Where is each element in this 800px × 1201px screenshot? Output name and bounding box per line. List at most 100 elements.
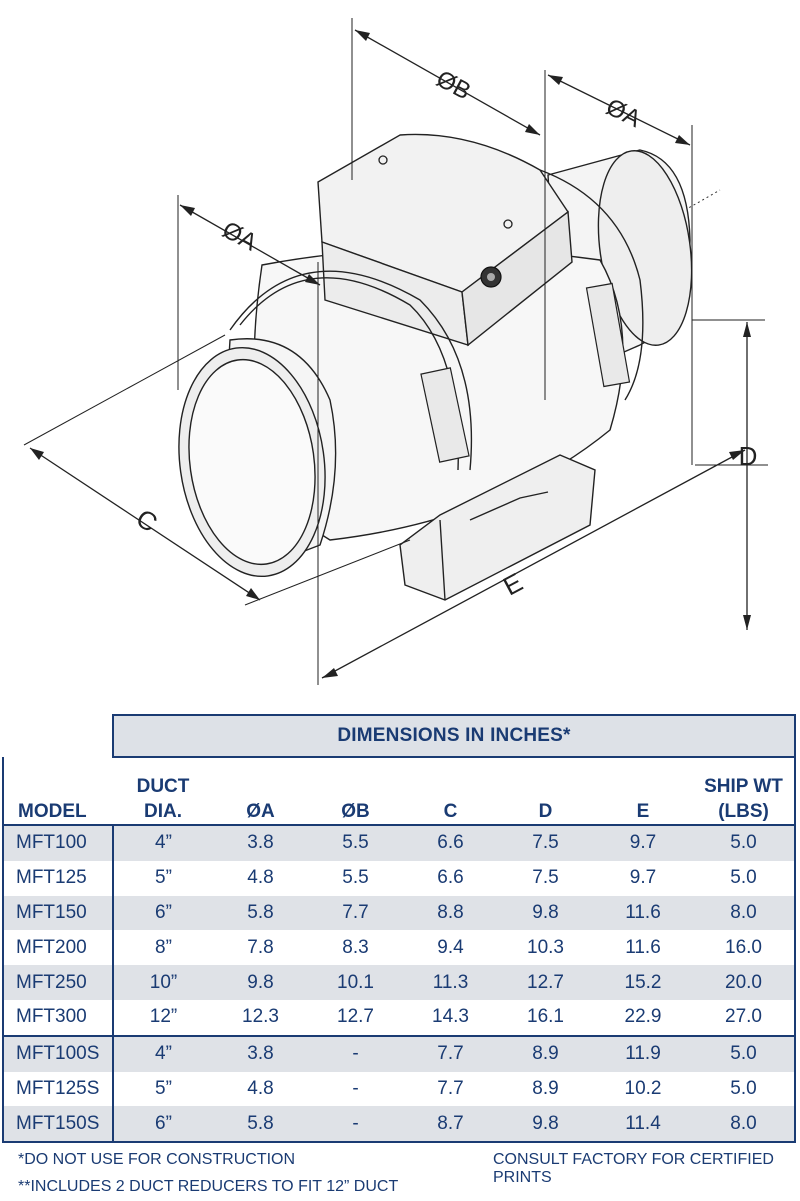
- cell-e: 22.9: [624, 1006, 662, 1028]
- cell-model: MFT250: [2, 965, 114, 1000]
- cell-c: 8.8: [403, 895, 498, 931]
- mounting-base: [399, 454, 596, 601]
- right-clamp-latch: [585, 282, 631, 388]
- cell-d: 7.5: [532, 867, 559, 889]
- left-clamp-latch: [420, 367, 470, 463]
- cell-phi-b: 8.3: [342, 936, 369, 958]
- fan-dimension-drawing: ØB ØA ØA C D E: [23, 18, 768, 685]
- cell-ship-wt: 16.0: [693, 930, 797, 966]
- cell-e: 9.7: [629, 867, 657, 889]
- header-d: D: [498, 757, 593, 826]
- header-ship-wt: SHIP WT(LBS): [693, 757, 797, 826]
- cell-c: 7.7: [437, 1077, 464, 1099]
- dimension-lines: [23, 18, 768, 685]
- left-collar-rim-inner: [188, 358, 316, 566]
- cell-duct-dia: 6”: [113, 1106, 213, 1144]
- cell-c: 7.7: [403, 1034, 498, 1072]
- cell-phi-a: 4.8: [247, 1077, 274, 1099]
- header-phi-b: ØB: [308, 757, 403, 826]
- cell-duct-dia: 4”: [113, 825, 213, 861]
- note-construction: *DO NOT USE FOR CONSTRUCTION: [18, 1151, 296, 1168]
- cell-phi-b: -: [308, 1106, 403, 1144]
- cell-model: MFT150: [2, 895, 114, 931]
- cell-phi-b: 10.1: [308, 965, 403, 1000]
- cell-duct-dia: 12”: [149, 1006, 178, 1028]
- cell-phi-a: 3.8: [213, 825, 308, 861]
- header-c: C: [403, 757, 498, 826]
- header-e: E: [593, 757, 693, 826]
- cell-phi-a: 7.8: [247, 936, 274, 958]
- cell-d: 7.5: [498, 825, 593, 861]
- cell-c: 9.4: [437, 936, 464, 958]
- cell-phi-b: 5.5: [342, 867, 369, 889]
- cell-ship-wt: 5.0: [693, 1034, 797, 1072]
- cell-model: MFT125: [2, 860, 114, 896]
- cell-d: 16.1: [527, 1006, 564, 1028]
- cell-phi-a: 5.8: [213, 895, 308, 931]
- cell-ship-wt: 8.0: [693, 1106, 797, 1144]
- cell-c: 6.6: [437, 867, 464, 889]
- cell-duct-dia: 4”: [113, 1034, 213, 1072]
- cell-ship-wt: 5.0: [693, 825, 797, 861]
- cell-ship-wt: 20.0: [693, 965, 797, 1000]
- table-banner: DIMENSIONS IN INCHES*: [111, 714, 797, 758]
- cell-phi-b: 12.7: [337, 1006, 374, 1028]
- cell-duct-dia: 6”: [113, 895, 213, 931]
- cell-phi-b: 7.7: [308, 895, 403, 931]
- cell-phi-b: -: [308, 1034, 403, 1072]
- cell-phi-a: 3.8: [213, 1034, 308, 1072]
- label-d: D: [739, 441, 758, 471]
- cell-d: 12.7: [498, 965, 593, 1000]
- cell-phi-a: 4.8: [247, 867, 274, 889]
- cell-c: 8.7: [403, 1106, 498, 1144]
- cell-model: MFT150S: [2, 1106, 114, 1144]
- cell-e: 11.6: [593, 895, 693, 931]
- cell-ship-wt: 27.0: [693, 999, 797, 1036]
- cell-c: 6.6: [403, 825, 498, 861]
- cell-e: 9.7: [593, 825, 693, 861]
- cell-model: MFT100S: [2, 1034, 114, 1072]
- header-model: MODEL: [2, 757, 113, 826]
- cell-ship-wt: 5.0: [693, 860, 797, 896]
- cell-e: 10.2: [624, 1077, 662, 1099]
- screw-hole-1: [378, 155, 388, 165]
- terminal-box-top: [317, 133, 569, 293]
- cell-phi-a: 9.8: [213, 965, 308, 1000]
- cell-model: MFT125S: [2, 1071, 114, 1107]
- cell-model: MFT300: [2, 999, 114, 1036]
- cell-e: 11.4: [593, 1106, 693, 1144]
- cell-phi-b: -: [352, 1077, 359, 1099]
- label-phi-a-left: ØA: [218, 216, 261, 256]
- label-phi-b: ØB: [432, 65, 475, 105]
- header-phi-a: ØA: [213, 757, 308, 826]
- cell-e: 11.9: [593, 1034, 693, 1072]
- screw-hole-2: [503, 219, 513, 229]
- cell-c: 14.3: [432, 1006, 469, 1028]
- cell-e: 11.6: [625, 936, 661, 958]
- note-certified-prints: CONSULT FACTORY FOR CERTIFIED PRINTS: [493, 1151, 774, 1186]
- label-e: E: [498, 567, 527, 602]
- cell-e: 15.2: [593, 965, 693, 1000]
- left-clamp-ring: [229, 270, 473, 471]
- cell-c: 11.3: [403, 965, 498, 1000]
- cell-d: 8.9: [532, 1077, 559, 1099]
- note-reducers: **INCLUDES 2 DUCT REDUCERS TO FIT 12” DU…: [18, 1178, 399, 1195]
- right-collar-rim: [597, 150, 693, 346]
- cell-ship-wt: 5.0: [693, 1071, 797, 1107]
- cell-d: 9.8: [498, 1106, 593, 1144]
- cell-model: MFT100: [2, 825, 114, 861]
- fan-housing: [178, 133, 693, 601]
- label-phi-a-top: ØA: [602, 94, 645, 133]
- cell-duct-dia: 8”: [155, 936, 172, 958]
- cell-model: MFT200: [2, 930, 114, 966]
